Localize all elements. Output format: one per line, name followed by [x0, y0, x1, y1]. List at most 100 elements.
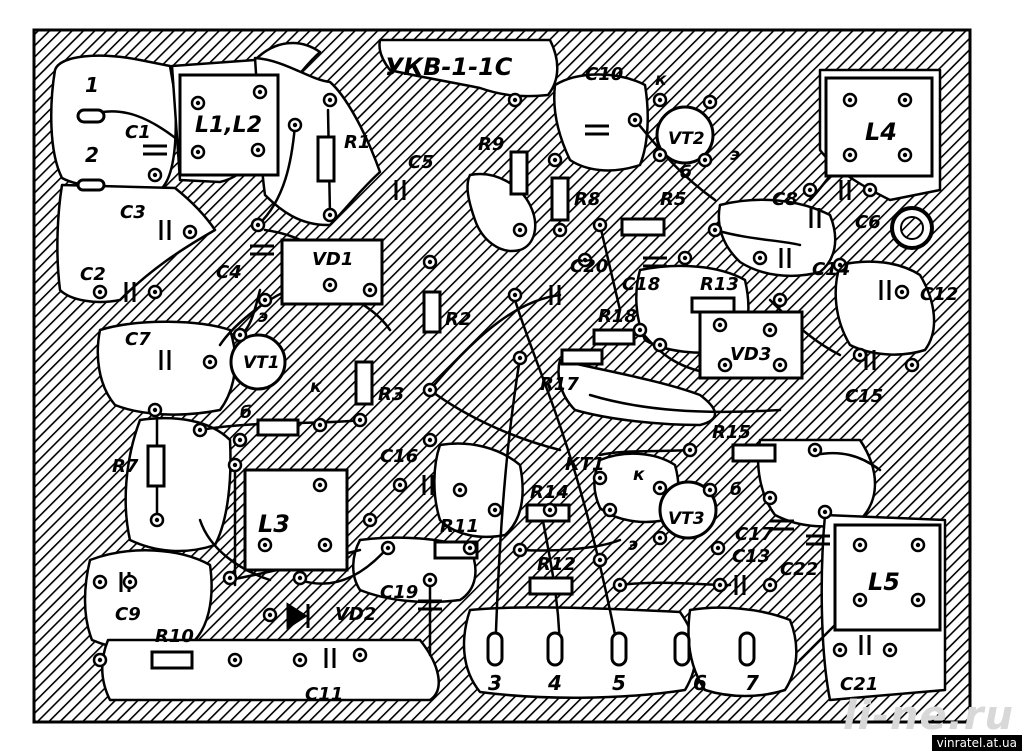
- coil-l4-frame: [824, 76, 934, 178]
- solder-pad-hole: [327, 212, 333, 218]
- solder-pad-hole: [97, 657, 103, 663]
- solder-pad-hole: [317, 482, 323, 488]
- label-r5: R5: [660, 189, 686, 210]
- solder-pad-hole: [715, 545, 721, 551]
- solder-pad-hole: [357, 417, 363, 423]
- labels: УКВ-1-1С L1,L2 L3 L4 L5 VD1 VD2 VD3 VT1 …: [80, 53, 958, 705]
- pin-vt2-b: б: [680, 163, 692, 183]
- solder-pad-hole: [262, 297, 268, 303]
- solder-pad-hole: [847, 152, 853, 158]
- solder-pad-hole: [152, 289, 158, 295]
- resistor-r10: [150, 650, 194, 670]
- solder-pad-hole: [512, 292, 518, 298]
- resistor-r15: [731, 443, 777, 463]
- solder-pad-hole: [255, 222, 261, 228]
- label-c15: C15: [845, 386, 883, 407]
- solder-pad-hole: [97, 289, 103, 295]
- label-vd1: VD1: [312, 249, 353, 270]
- solder-pad-hole: [237, 332, 243, 338]
- solder-pad-hole: [327, 97, 333, 103]
- solder-pad-hole: [467, 545, 473, 551]
- solder-pad-hole: [757, 255, 763, 261]
- solder-pad-hole: [597, 557, 603, 563]
- coil-l3-frame: [243, 468, 349, 572]
- pin-vt3-b: б: [730, 480, 742, 500]
- label-r3: R3: [378, 384, 404, 405]
- solder-pad-hole: [547, 507, 553, 513]
- solder-pad-hole: [457, 487, 463, 493]
- pin-vt3-k: к: [633, 465, 645, 485]
- label-c14: C14: [812, 259, 850, 280]
- board-title: УКВ-1-1С: [385, 53, 513, 81]
- transistor-vt3: [658, 480, 718, 540]
- solder-pad-hole: [367, 287, 373, 293]
- label-vd3: VD3: [730, 344, 771, 365]
- label-r10: R10: [155, 626, 194, 647]
- solder-pad-hole: [637, 327, 643, 333]
- solder-pad-hole: [909, 362, 915, 368]
- solder-pad-hole: [857, 597, 863, 603]
- solder-pad-hole: [322, 542, 328, 548]
- solder-pad-hole: [327, 282, 333, 288]
- solder-pad-hole: [682, 255, 688, 261]
- solder-pad-hole: [847, 97, 853, 103]
- label-c19: C19: [380, 582, 418, 603]
- solder-pad-hole: [367, 517, 373, 523]
- solder-pad-hole: [867, 187, 873, 193]
- label-r18: R18: [598, 306, 637, 327]
- terminal-7: 7: [745, 671, 759, 695]
- label-c17: C17: [735, 524, 774, 545]
- solder-pad-hole: [837, 262, 843, 268]
- label-l1l2: L1,L2: [195, 113, 262, 138]
- solder-pad-hole: [857, 352, 863, 358]
- resistor-r2: [422, 290, 442, 334]
- solder-pad-hole: [657, 485, 663, 491]
- solder-pad-hole: [232, 657, 238, 663]
- solder-pad-hole: [427, 387, 433, 393]
- solder-pad-hole: [767, 582, 773, 588]
- label-vt2: VT2: [668, 129, 705, 149]
- solder-pad-hole: [777, 297, 783, 303]
- label-c21: C21: [840, 674, 878, 695]
- solder-pad-hole: [255, 147, 261, 153]
- label-c6: C6: [855, 212, 881, 233]
- solder-pad-hole: [97, 579, 103, 585]
- solder-pad-hole: [777, 362, 783, 368]
- label-vd2: VD2: [335, 604, 376, 625]
- solder-pad-hole: [552, 157, 558, 163]
- solder-pad-hole: [717, 582, 723, 588]
- pin-vt2-k: к: [655, 70, 667, 90]
- label-c11: C11: [305, 684, 343, 705]
- label-c16: C16: [380, 446, 418, 467]
- solder-pad-hole: [707, 99, 713, 105]
- solder-pad-hole: [197, 427, 203, 433]
- resistor-r13: [690, 296, 736, 314]
- label-r9: R9: [478, 134, 504, 155]
- solder-pads: [92, 84, 926, 668]
- solder-pad-hole: [357, 652, 363, 658]
- solder-pad-hole: [512, 97, 518, 103]
- label-c3: C3: [120, 202, 146, 223]
- label-c1: C1: [125, 122, 151, 143]
- solder-pad-hole: [915, 542, 921, 548]
- label-c20: C20: [570, 256, 608, 277]
- transistor-vt1: [229, 333, 287, 391]
- terminal-6: 6: [693, 671, 707, 695]
- solder-pad-hole: [557, 227, 563, 233]
- solder-pad-hole: [702, 157, 708, 163]
- solder-pad-hole: [837, 647, 843, 653]
- label-r7: R7: [112, 456, 139, 477]
- solder-pad-hole: [807, 187, 813, 193]
- label-r2: R2: [445, 309, 471, 330]
- solder-pad-hole: [492, 507, 498, 513]
- solder-pad-hole: [297, 657, 303, 663]
- label-r8: R8: [574, 189, 600, 210]
- pin-vt3-e: э: [628, 535, 638, 555]
- solder-pad-hole: [657, 97, 663, 103]
- watermark-logo: li-ne.ru: [842, 693, 1014, 739]
- watermark-source: vinratel.at.ua: [931, 735, 1022, 751]
- label-l4: L4: [865, 118, 897, 146]
- label-r15: R15: [712, 422, 751, 443]
- terminal-1: 1: [85, 73, 99, 97]
- solder-pad-hole: [707, 487, 713, 493]
